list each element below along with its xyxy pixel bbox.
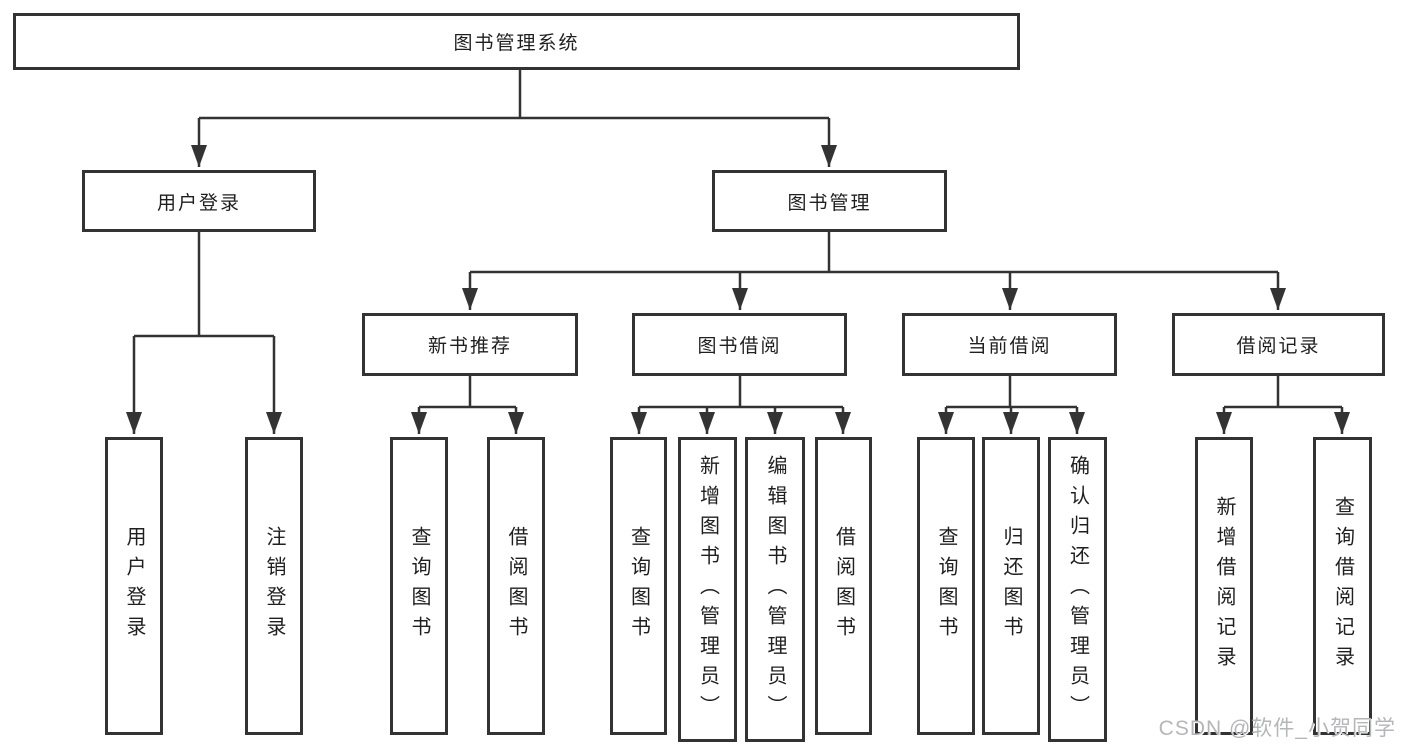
node-new-book-recommendation: 新书推荐 bbox=[362, 313, 578, 376]
node-book-management: 图书管理 bbox=[712, 170, 947, 232]
leaf-query-borrow-record: 查询借阅记录 bbox=[1313, 437, 1372, 735]
leaf-borrow-books-borrow: 借阅图书 bbox=[815, 437, 872, 735]
node-library-management-system: 图书管理系统 bbox=[13, 13, 1020, 70]
leaf-query-books-borrow: 查询图书 bbox=[610, 437, 667, 735]
watermark: CSDN @软件_小贺同学 bbox=[1158, 717, 1396, 740]
node-book-borrowing: 图书借阅 bbox=[632, 313, 847, 376]
leaf-user-login: 用户登录 bbox=[105, 437, 163, 735]
node-user-login: 用户登录 bbox=[82, 170, 316, 232]
leaf-edit-book-admin: 编辑图书（管理员） bbox=[745, 437, 805, 742]
leaf-logout: 注销登录 bbox=[245, 437, 303, 735]
leaf-query-books-current: 查询图书 bbox=[917, 437, 975, 735]
leaf-add-borrow-record: 新增借阅记录 bbox=[1195, 437, 1253, 735]
leaf-query-books-recommend: 查询图书 bbox=[390, 437, 448, 735]
node-current-borrowing: 当前借阅 bbox=[902, 313, 1117, 376]
leaf-confirm-return-admin: 确认归还（管理员） bbox=[1048, 437, 1107, 742]
node-borrowing-records: 借阅记录 bbox=[1172, 313, 1385, 376]
leaf-return-books: 归还图书 bbox=[982, 437, 1040, 735]
leaf-add-book-admin: 新增图书（管理员） bbox=[678, 437, 737, 742]
leaf-borrow-books-recommend: 借阅图书 bbox=[487, 437, 545, 735]
